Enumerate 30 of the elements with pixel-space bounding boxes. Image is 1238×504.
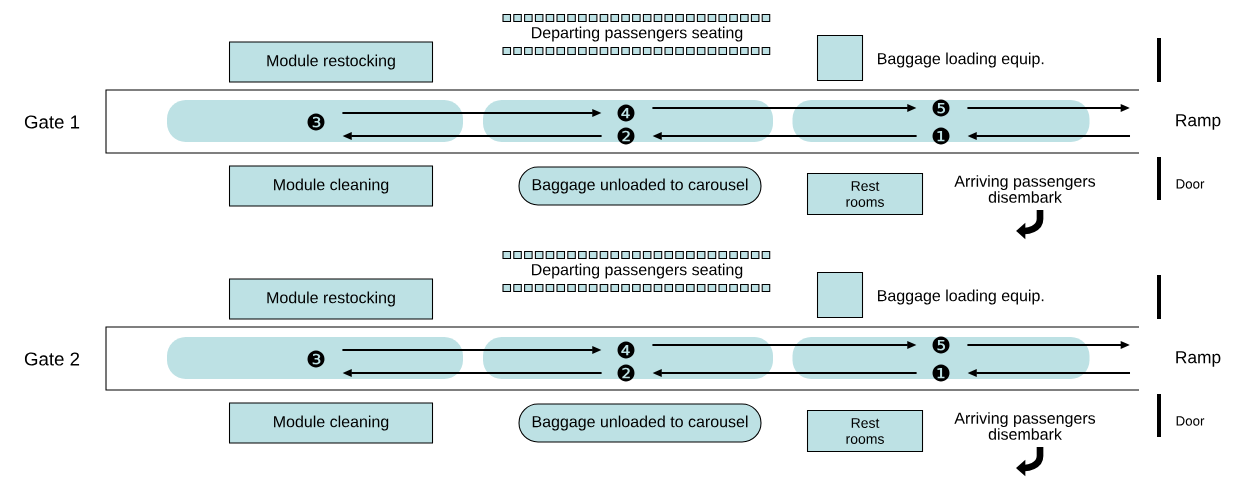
note-text: Arriving passengers disembark bbox=[954, 175, 1096, 203]
step-number: ❹ bbox=[617, 104, 635, 122]
equipment-label: Baggage loading equip. bbox=[878, 289, 1044, 305]
door-label: Door bbox=[1176, 416, 1205, 426]
step-number: ❹ bbox=[617, 341, 635, 359]
step-number: ❶ bbox=[932, 364, 950, 382]
gate-label: Gate 1 bbox=[24, 115, 80, 129]
ramp-label: Ramp bbox=[1176, 351, 1221, 367]
process-box: Module cleaning bbox=[228, 165, 434, 207]
step-number: ❸ bbox=[307, 350, 325, 368]
equipment-label: Baggage loading equip. bbox=[878, 52, 1044, 68]
process-box: Module cleaning bbox=[228, 402, 434, 444]
process-box: Rest rooms bbox=[806, 172, 924, 216]
rounded-box: Baggage unloaded to carousel bbox=[518, 166, 762, 206]
seating-label: Departing passengers seating bbox=[532, 263, 743, 279]
step-number: ❺ bbox=[932, 99, 950, 117]
gate-label: Gate 2 bbox=[24, 352, 80, 366]
rounded-box: Baggage unloaded to carousel bbox=[518, 403, 762, 443]
door-label: Door bbox=[1176, 179, 1205, 189]
process-box: Rest rooms bbox=[806, 409, 924, 453]
step-number: ❺ bbox=[932, 336, 950, 354]
step-number: ❸ bbox=[307, 113, 325, 131]
step-number: ❷ bbox=[617, 364, 635, 382]
step-number: ❶ bbox=[932, 127, 950, 145]
ramp-label: Ramp bbox=[1176, 114, 1221, 130]
step-number: ❷ bbox=[617, 127, 635, 145]
seating-label: Departing passengers seating bbox=[532, 26, 743, 42]
process-box: Module restocking bbox=[228, 41, 434, 83]
note-text: Arriving passengers disembark bbox=[954, 412, 1096, 440]
process-box: Module restocking bbox=[228, 278, 434, 320]
